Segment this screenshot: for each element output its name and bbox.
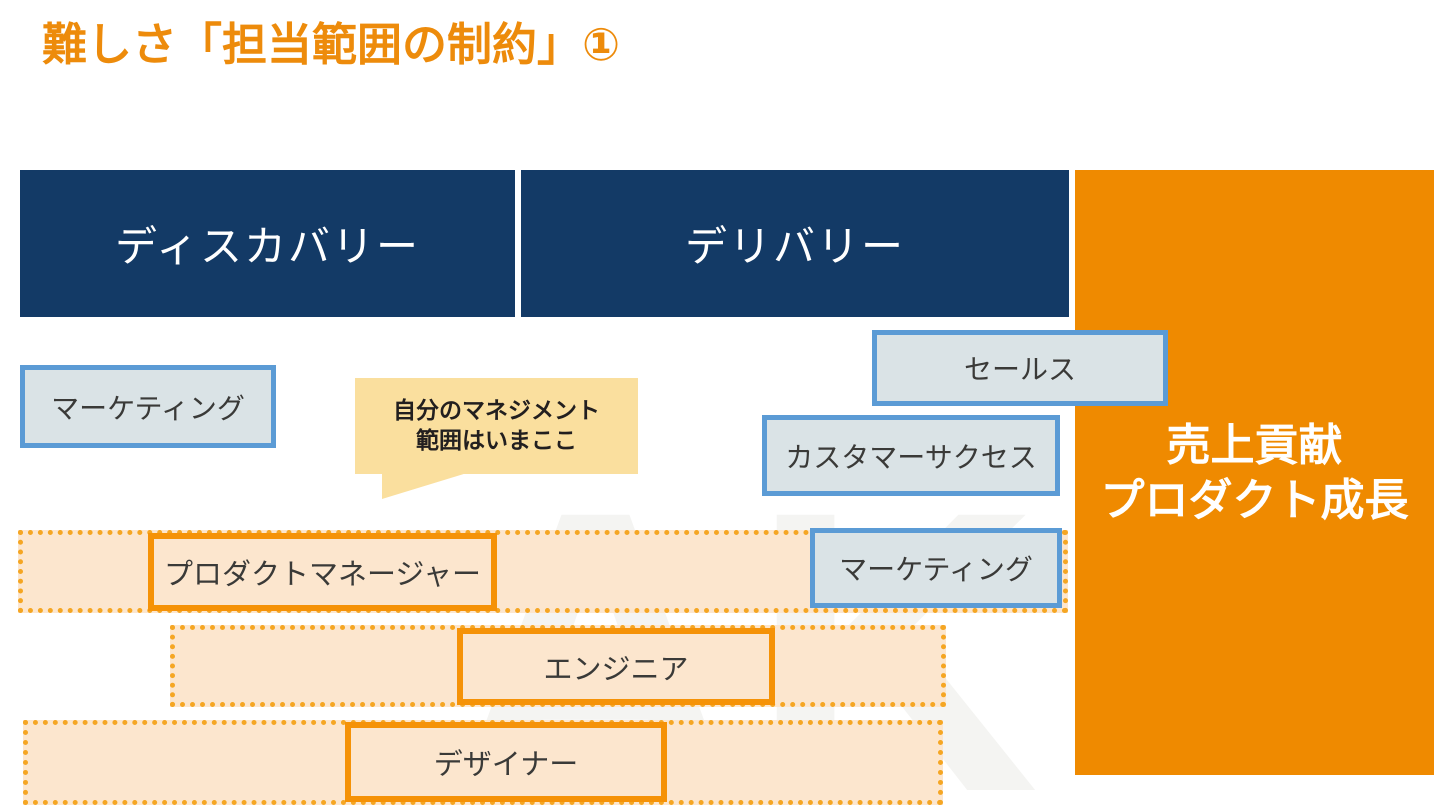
callout-line-2: 範囲はいまここ bbox=[416, 427, 577, 453]
role-chip-marketing-discovery: マーケティング bbox=[20, 365, 276, 448]
callout-tail-icon bbox=[382, 473, 467, 499]
role-chip-marketing-delivery-label: マーケティング bbox=[839, 554, 1033, 585]
callout-line-1: 自分のマネジメント bbox=[393, 397, 600, 424]
role-box-engineer: エンジニア bbox=[457, 628, 775, 705]
outcome-line-2: プロダクト成長 bbox=[1100, 475, 1409, 525]
page-title: 難しさ「担当範囲の制約」① bbox=[42, 19, 621, 70]
role-chip-sales: セールス bbox=[872, 330, 1168, 406]
role-box-product-manager-label: プロダクトマネージャー bbox=[164, 559, 481, 591]
role-box-engineer-label: エンジニア bbox=[543, 653, 689, 686]
phase-header-discovery: ディスカバリー bbox=[20, 170, 515, 317]
role-chip-customer-success: カスタマーサクセス bbox=[762, 415, 1060, 496]
role-chip-marketing-delivery: マーケティング bbox=[810, 528, 1062, 608]
phase-header-delivery-label: デリバリー bbox=[684, 223, 905, 270]
outcome-block: 売上貢献 プロダクト成長 bbox=[1075, 170, 1434, 775]
role-box-product-manager: プロダクトマネージャー bbox=[148, 533, 497, 611]
role-box-designer: デザイナー bbox=[345, 722, 667, 802]
role-chip-customer-success-label: カスタマーサクセス bbox=[785, 441, 1037, 473]
role-chip-marketing-discovery-label: マーケティング bbox=[51, 392, 245, 424]
phase-header-delivery: デリバリー bbox=[521, 170, 1069, 317]
phase-header-discovery-label: ディスカバリー bbox=[114, 223, 421, 270]
outcome-line-1: 売上貢献 bbox=[1166, 420, 1343, 470]
role-chip-sales-label: セールス bbox=[963, 354, 1076, 385]
role-box-designer-label: デザイナー bbox=[433, 749, 579, 781]
callout-my-management-scope: 自分のマネジメント 範囲はいまここ bbox=[355, 378, 638, 474]
